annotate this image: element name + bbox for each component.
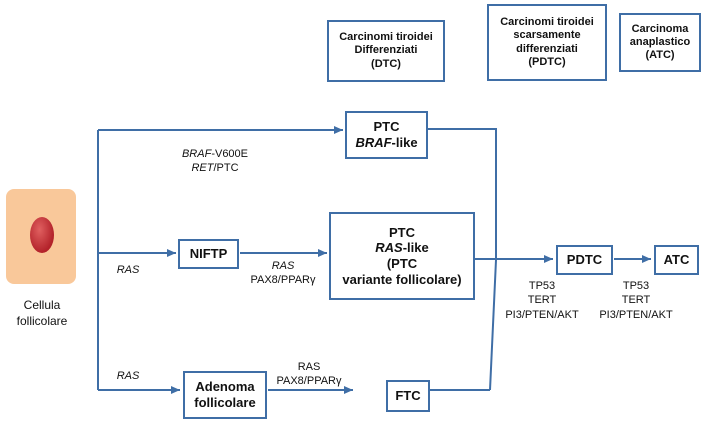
label-atc-tp53: TP53: [622, 280, 650, 292]
label-niftp-muts: RAS PAX8/PPARγ: [236, 259, 330, 288]
node-ftc-label: FTC: [395, 388, 421, 404]
label-ras-low: RAS: [116, 370, 140, 382]
node-ftc: FTC: [386, 380, 430, 412]
node-ptc-braf-line1: PTC: [373, 119, 400, 135]
cell-label-line2: follicolare: [16, 313, 68, 328]
header-pdtc-line1: Carcinomi tiroidei: [500, 16, 594, 29]
node-ptc-ras-rest: -like: [402, 240, 429, 256]
label-pdtc-tert: TERT: [527, 294, 557, 307]
node-ptc-ras-line4: variante follicolare): [342, 271, 462, 287]
node-adenoma-line1: Adenoma: [195, 379, 255, 395]
node-niftp: NIFTP: [178, 239, 239, 269]
label-niftp-ras: RAS: [271, 260, 295, 272]
node-ptc-ras-line3: (PTC: [386, 256, 418, 271]
header-atc: Carcinoma anaplastico (ATC): [619, 13, 701, 72]
node-ptc-ras-line1: PTC: [389, 224, 415, 240]
node-ptc-ras-line2: RAS-like: [375, 240, 428, 256]
label-atc-muts: TP53 TERT PI3/PTEN/AKT: [586, 279, 686, 322]
label-niftp-pax8: PAX8/PPARγ: [250, 274, 316, 287]
connector-ptc-braf: [428, 128, 497, 138]
cell-label-line1: Cellula: [23, 298, 61, 312]
node-ptc-braf-italic: BRAF: [355, 135, 392, 150]
follicular-cell-image: [6, 189, 76, 284]
label-braf-ret: BRAF-V600E RET/PTC: [160, 147, 270, 176]
label-atc-pi3: PI3/PTEN/AKT: [599, 308, 673, 321]
header-atc-line3: (ATC): [645, 49, 675, 62]
node-adenoma-line2: follicolare: [194, 395, 256, 410]
header-dtc-line3: (DTC): [371, 57, 401, 70]
label-ret-italic: RET: [191, 162, 214, 175]
header-atc-line2: anaplastico: [629, 35, 691, 48]
cell-label: Cellula follicolare: [2, 298, 82, 329]
header-pdtc: Carcinomi tiroidei scarsamente differenz…: [487, 4, 607, 81]
header-pdtc-line4: (PDTC): [528, 55, 566, 68]
node-atc-label: ATC: [663, 252, 690, 268]
node-adenoma: Adenoma follicolare: [183, 371, 267, 419]
node-ptc-ras-italic: RAS: [375, 240, 403, 256]
header-atc-line1: Carcinoma: [631, 22, 689, 35]
node-ptc-ras: PTC RAS-like (PTC variante follicolare): [329, 212, 475, 300]
header-dtc-line2: Differenziati: [354, 44, 418, 57]
node-pdtc: PDTC: [556, 245, 613, 275]
header-pdtc-line2: scarsamente: [513, 29, 581, 42]
label-adenoma-pax8: PAX8/PPARγ: [276, 375, 342, 388]
header-dtc-line1: Carcinomi tiroidei: [339, 31, 433, 44]
label-pdtc-tp53: TP53: [528, 280, 556, 292]
label-atc-tert: TERT: [621, 294, 651, 307]
label-adenoma-ras: RAS: [297, 361, 321, 373]
label-pdtc-muts: TP53 TERT PI3/PTEN/AKT: [492, 279, 592, 322]
label-pdtc-pi3: PI3/PTEN/AKT: [505, 308, 579, 321]
label-ret-line: RET/PTC: [160, 161, 270, 175]
nucleus-shape: [30, 217, 54, 253]
header-pdtc-line3: differenziati: [516, 42, 578, 55]
label-ret-rest: /PTC: [213, 162, 239, 175]
node-ptc-braf-rest: -like: [391, 135, 418, 150]
node-atc: ATC: [654, 245, 699, 275]
node-niftp-label: NIFTP: [189, 246, 228, 262]
node-ptc-braf: PTC BRAF-like: [345, 111, 428, 159]
label-braf-rest: -V600E: [211, 148, 249, 160]
label-braf-line: BRAF-V600E: [160, 147, 270, 161]
node-ptc-braf-line2: BRAF-like: [355, 135, 417, 151]
label-adenoma-muts: RAS PAX8/PPARγ: [262, 360, 356, 389]
label-braf-italic: BRAF: [181, 148, 212, 160]
header-dtc: Carcinomi tiroidei Differenziati (DTC): [327, 20, 445, 82]
node-pdtc-label: PDTC: [566, 252, 603, 268]
label-ras-mid: RAS: [116, 264, 140, 276]
